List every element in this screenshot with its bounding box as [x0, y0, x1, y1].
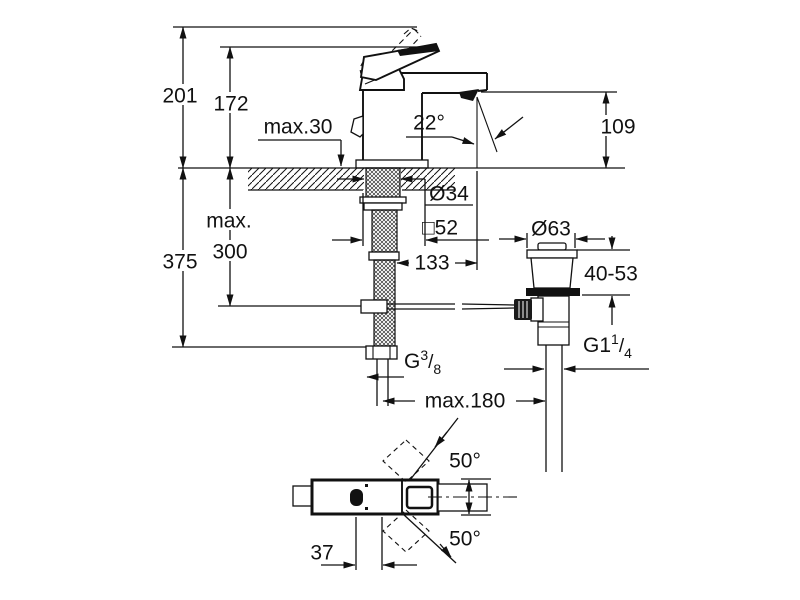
drain-assembly: [514, 242, 580, 472]
handle-swivel-diamond-lower: [382, 509, 430, 553]
hose-end-nut: [365, 345, 398, 360]
drain-rod-boss: [530, 297, 544, 322]
dim-max-word: max.: [206, 209, 252, 232]
text-halos: [159, 84, 640, 273]
drain-seal-flange: [526, 288, 580, 296]
deck-hatch-right: [401, 168, 455, 190]
dim-133: 133: [414, 251, 449, 274]
dim-22deg: 22°: [413, 111, 445, 134]
dim-50deg-lower: 50°: [449, 527, 481, 550]
raised-lever-line: [413, 28, 422, 37]
handle-lever-tip: [397, 44, 439, 56]
side-view-faucet: [173, 26, 498, 169]
faucet-base-plate: [355, 159, 429, 169]
topview-dot: [365, 484, 368, 487]
dim-dia63: Ø63: [531, 217, 571, 240]
dim-g114: G11/4: [583, 331, 632, 361]
dim-109: 109: [600, 115, 635, 138]
dim-50deg-upper: 50°: [449, 449, 481, 472]
top-view: [292, 417, 517, 570]
stream-angle-line: [476, 96, 498, 153]
dim-37: 37: [310, 541, 333, 564]
deck-hatch-left: [248, 168, 364, 190]
dim-max180: max.180: [425, 389, 506, 412]
dim-172: 172: [213, 92, 248, 115]
topview-dot: [365, 507, 368, 510]
pop-up-rod-coupler: [360, 299, 388, 314]
pop-up-rod: [461, 307, 515, 310]
swivel-arrow-upper: [434, 431, 448, 448]
topview-aerator-hole: [350, 489, 363, 506]
spout-underside: [477, 89, 488, 92]
handle-swivel-diamond-upper: [382, 439, 430, 483]
leader-arrow-stream: [494, 116, 524, 140]
dim-g38: G3/8: [404, 347, 441, 377]
drain-cap: [537, 242, 567, 251]
swivel-line-upper: [409, 417, 459, 481]
swivel-line-lower: [402, 513, 457, 564]
mounting-nut: [363, 202, 403, 211]
dim-max30: max.30: [264, 115, 333, 138]
drain-rim: [526, 249, 578, 259]
dim-dia34: Ø34: [429, 182, 469, 205]
threaded-shank: [365, 167, 401, 199]
dimension-labels: 201 172 375 max. 300 max.30 22° 109 Ø34 …: [162, 84, 637, 564]
aerator-outlet: [459, 89, 479, 101]
dim-300: 300: [212, 240, 247, 263]
topview-left-tab: [292, 485, 313, 507]
below-deck-assembly: [359, 167, 515, 406]
swivel-arrow-lower: [439, 543, 452, 558]
pull-rod-knob: [350, 115, 364, 138]
mounting-deck: [178, 167, 625, 191]
drain-upper-body: [530, 257, 574, 289]
mounting-washer: [359, 196, 407, 204]
hose-collar: [368, 251, 400, 261]
leader-arrow-22deg: [451, 136, 475, 145]
dim-4053: 40-53: [584, 262, 638, 285]
threaded-rod: [371, 209, 398, 253]
dim-375: 375: [162, 250, 197, 273]
dim-201: 201: [162, 84, 197, 107]
pop-up-rod: [461, 303, 515, 306]
dim-sq52: □52: [422, 216, 458, 239]
dimension-lines: [172, 26, 649, 405]
